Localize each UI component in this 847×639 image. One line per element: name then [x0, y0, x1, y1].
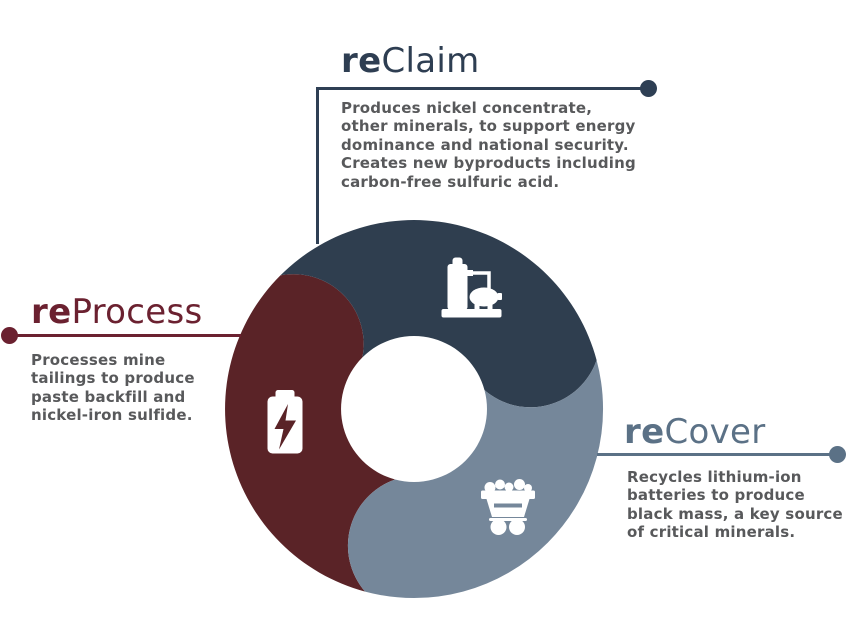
reclaim-title-prefix: re	[341, 41, 382, 81]
cart-rim	[481, 490, 535, 499]
segment-recover	[347, 360, 604, 599]
cart-wheel-left	[490, 519, 507, 535]
reclaim-connector-drop-line	[316, 87, 319, 244]
reclaim-title-rest: Claim	[381, 41, 480, 81]
recover-connector-line	[597, 453, 837, 456]
reclaim-description: Produces nickel concentrate, other miner…	[341, 99, 636, 191]
refinery-pipe	[469, 271, 491, 290]
refinery-vessel	[469, 287, 499, 307]
ore-lump	[495, 479, 505, 490]
reprocess-connector-dot	[1, 327, 18, 344]
refinery-icon	[441, 257, 502, 318]
refinery-tank	[447, 264, 468, 310]
refinery-base	[441, 309, 502, 318]
segment-reprocess	[225, 274, 396, 592]
refinery-foot-left	[474, 302, 480, 310]
recover-title-prefix: re	[624, 412, 665, 452]
reclaim-title: reClaim	[341, 43, 480, 79]
refinery-tank-cap	[452, 257, 463, 268]
segment-reclaim	[280, 220, 597, 408]
recover-description: Recycles lithium-ion batteries to produc…	[627, 468, 843, 542]
recover-title-rest: Cover	[664, 412, 766, 452]
reprocess-title-rest: Process	[71, 292, 203, 332]
cart-slot	[494, 503, 522, 508]
reprocess-title-prefix: re	[31, 292, 72, 332]
ore-lump	[524, 484, 532, 492]
reprocess-title: reProcess	[31, 294, 203, 330]
recover-connector-dot	[829, 446, 846, 463]
reclaim-connector-dot	[640, 80, 657, 97]
ore-lump	[514, 479, 525, 490]
reprocess-description: Processes mine tailings to produce paste…	[31, 351, 195, 425]
mine-cart-icon	[481, 479, 535, 535]
reclaim-connector-line	[316, 87, 649, 90]
recover-title: reCover	[624, 414, 766, 450]
cart-body	[486, 499, 530, 517]
lightning-bolt-icon	[274, 404, 296, 450]
refinery-vessel-nub	[497, 293, 502, 300]
ore-lump	[504, 482, 514, 492]
battery-icon	[267, 390, 303, 454]
cart-wheel-right	[509, 519, 525, 535]
reprocess-connector-line	[9, 334, 241, 337]
refinery-foot-right	[487, 302, 493, 310]
ore-lump	[484, 482, 496, 493]
